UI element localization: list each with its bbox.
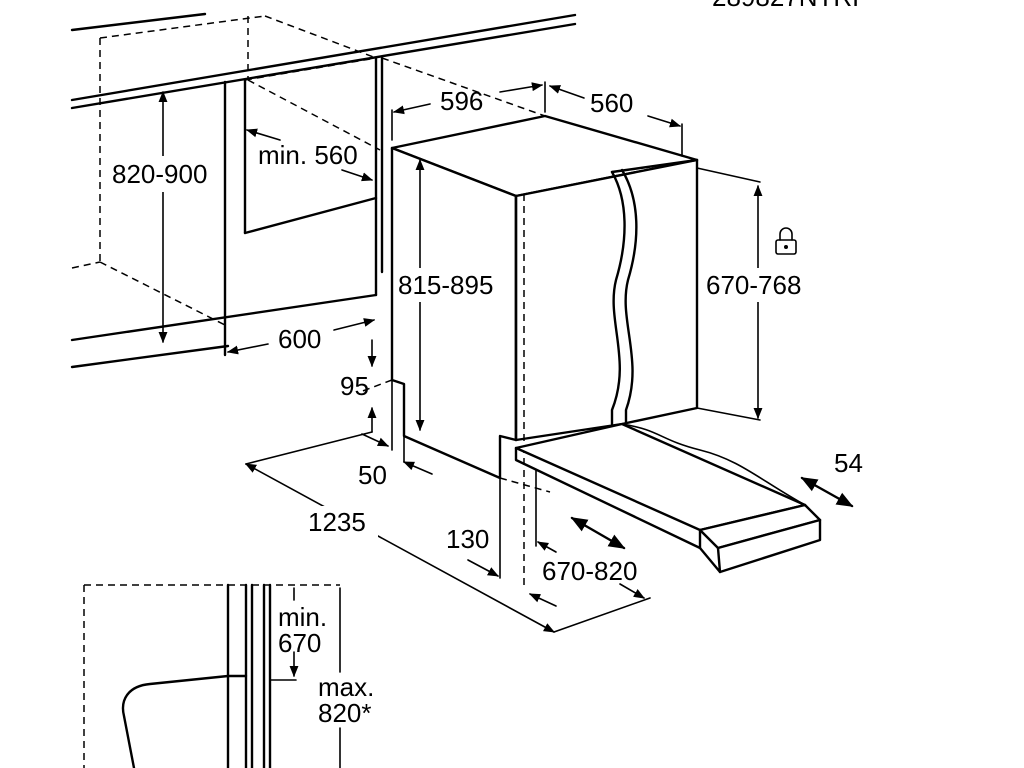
detail-max-label: max. [318,672,374,702]
appliance-height-label: 815-895 [398,270,493,300]
door-range-arrow-bottom [528,593,557,607]
door-range-label: 670-820 [542,556,637,586]
depth-arrow-left [548,85,585,99]
width-arrow-left [392,103,431,115]
niche-height-bg [108,156,220,192]
total-depth-ext-left [245,431,373,465]
appliance-width-label: 596 [440,86,483,116]
depth-arrow-right [647,115,682,128]
niche-height-label: 820-900 [112,159,207,189]
total-depth-bg [306,506,378,540]
total-depth-ext-right [553,597,651,633]
niche-width-arrow-right [341,169,374,182]
niche-depth-arrow-right [333,318,376,331]
panel-ext-bottom [696,407,761,421]
detail-min-value: 670 [278,628,321,658]
niche-width-arrow-left [245,128,281,141]
appliance-height-bg [396,268,506,302]
door-range-arrow-left [537,541,557,553]
panel-height-label: 670-768 [706,270,801,300]
niche-outline [71,15,546,357]
detail-min-label: min. [278,602,327,632]
panel-height-bg [703,268,813,302]
door-slide-arrow [570,516,626,550]
plinth-depth-arrow-right [402,461,433,475]
plinth-depth-label: 50 [358,460,387,490]
plinth-height-label: 95 [340,371,369,401]
opened-door [514,422,822,574]
detail-view [83,583,341,768]
panel-ext-top [696,167,761,183]
lock-icon [775,227,797,255]
width-arrow-right [499,82,544,93]
total-depth-label: 1235 [308,507,366,537]
plinth-depth-arrow-left [361,433,390,447]
appliance-body [359,114,699,585]
niche-width-label: min. 560 [258,140,358,170]
niche-depth-label: 600 [278,324,321,354]
door-thickness-arrow [800,476,854,508]
niche-depth-arrow-left [226,343,269,355]
door-range-arrow-right [619,583,645,599]
appliance-depth-label: 560 [590,88,633,118]
detail-max-value: 820* [318,698,372,728]
bottom-clearance-arrow [467,559,499,577]
total-depth-arrow [245,463,555,633]
bottom-clearance-label: 130 [446,524,489,554]
door-panel [610,158,699,426]
door-thickness-label: 54 [834,448,863,478]
model-code: 289827NTRP [712,0,870,12]
